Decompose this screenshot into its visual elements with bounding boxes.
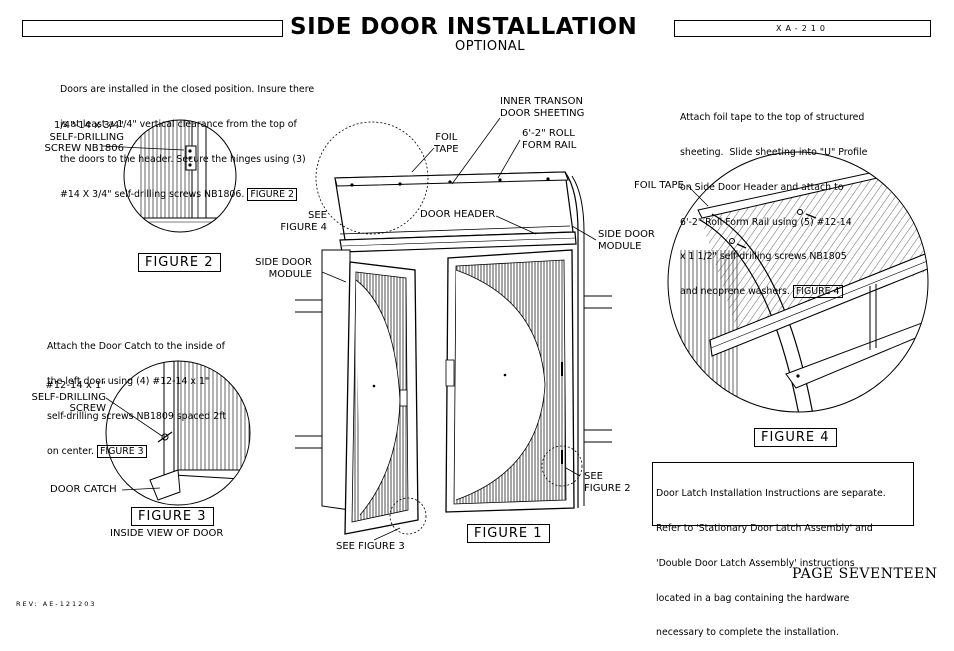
foil-note: Attach foil tape to the top of structure…: [680, 89, 867, 309]
intro-line: #14 X 3/4" self-drilling screws NB1806.: [60, 188, 245, 200]
hinge-screw-label: 1/4"-14 x 3/4" SELF-DRILLING SCREW NB180…: [44, 120, 124, 154]
latch-line: necessary to complete the installation.: [656, 627, 839, 639]
intro-line: is at least a 1/4" vertical clearance fr…: [60, 118, 297, 130]
see-figure-3-label: SEE FIGURE 3: [336, 541, 405, 552]
title-left-box: [22, 20, 283, 37]
catch-figure-ref: FIGURE 3: [96, 444, 147, 458]
side-door-module-left-label: SIDE DOOR MODULE: [255, 257, 312, 280]
intro-figure-ref: FIGURE 2: [247, 187, 297, 201]
foil-line: Attach foil tape to the top of structure…: [680, 112, 865, 124]
foil-line: sheeting. Slide sheeting into "U" Profil…: [680, 146, 868, 158]
latch-line: 'Double Door Latch Assembly' instruction…: [656, 557, 855, 569]
see-figure-4-label: SEE FIGURE 4: [280, 210, 327, 233]
catch-line: self-drilling screws NB1809 spaced 2ft: [47, 410, 227, 422]
latch-line: located in a bag containing the hardware: [656, 592, 850, 604]
revision-code: REV: AE-121203: [16, 600, 97, 608]
foil-line: on Side Door Header and attach to: [680, 181, 844, 193]
figure-1-label: FIGURE 1: [467, 524, 550, 543]
roll-form-rail-label: 6'-2" ROLL FORM RAIL: [522, 128, 577, 151]
document-number: XA-210: [674, 20, 931, 37]
inner-transom-label: INNER TRANSON DOOR SHEETING: [500, 96, 585, 119]
catch-line: Attach the Door Catch to the inside of: [47, 341, 225, 353]
latch-note-box: Door Latch Installation Instructions are…: [652, 462, 914, 638]
figure-3-detail: [105, 360, 251, 506]
latch-line: Door Latch Installation Instructions are…: [656, 488, 886, 500]
intro-line: the doors to the header. Secure the hing…: [60, 153, 306, 165]
page-subtitle: OPTIONAL: [455, 39, 525, 54]
intro-note: Doors are installed in the closed positi…: [60, 61, 314, 212]
page-number: PAGE SEVENTEEN: [792, 566, 938, 582]
foil-line: and neoprene washers.: [680, 286, 790, 298]
figure-4-detail: [667, 151, 929, 413]
catch-line: on center.: [47, 445, 94, 457]
catch-note: Attach the Door Catch to the inside of t…: [47, 318, 226, 469]
door-catch-label: DOOR CATCH: [50, 484, 117, 495]
see-figure-2-label: SEE FIGURE 2: [584, 471, 631, 494]
foil-line: x 1 1/2" self-drilling screws NB1805: [680, 251, 847, 263]
foil-tape-fig4-label: FOIL TAPE: [634, 180, 684, 191]
inside-view-label: INSIDE VIEW OF DOOR: [110, 528, 224, 539]
figure-4-label: FIGURE 4: [754, 428, 837, 447]
figure-2-label: FIGURE 2: [138, 253, 221, 272]
installation-drawings: [101, 117, 929, 541]
door-header-label: DOOR HEADER: [420, 209, 496, 220]
figure-2-detail: [101, 119, 237, 233]
side-door-module-right-label: SIDE DOOR MODULE: [598, 229, 655, 252]
figure-1-assembly: [295, 117, 612, 541]
page-title: SIDE DOOR INSTALLATION: [290, 14, 638, 40]
catch-screw-label: #12-14 x 1" SELF-DRILLING SCREW: [31, 380, 106, 414]
latch-line: Refer to 'Stationary Door Latch Assembly…: [656, 522, 873, 534]
catch-line: the left door using (4) #12-14 x 1": [47, 375, 210, 387]
foil-line: 6'-2" Roll Form Rail using (5) #12-14: [680, 216, 852, 228]
foil-tape-label: FOIL TAPE: [434, 132, 459, 155]
intro-line: Doors are installed in the closed positi…: [60, 84, 315, 96]
figure-3-label: FIGURE 3: [131, 507, 214, 526]
foil-figure-ref: FIGURE 4: [792, 285, 843, 299]
